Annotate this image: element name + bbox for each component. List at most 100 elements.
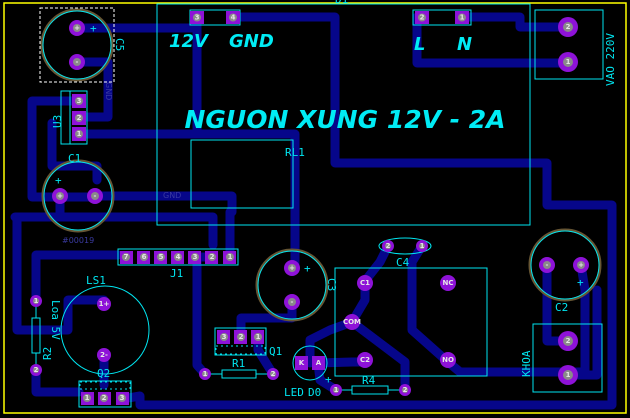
r2-label: R2 — [41, 347, 54, 360]
pad-j1-3[interactable]: 3 — [188, 251, 201, 264]
svg-text:2: 2 — [271, 370, 276, 378]
d1-label: D1 — [335, 0, 348, 6]
pad-q1-1[interactable]: 1 — [251, 330, 264, 344]
pad-12v[interactable]: 3 — [190, 11, 204, 24]
pad-led-k[interactable]: K — [295, 356, 308, 370]
net-gnd-label: GND — [163, 191, 181, 200]
pad-u3-1[interactable]: 1 — [72, 127, 86, 141]
svg-text:1: 1 — [566, 58, 571, 66]
pad-r4-2[interactable]: 2 — [399, 384, 411, 396]
pad-r2-2[interactable]: 2 — [30, 364, 42, 376]
transistor-q2: Q2 1 2 3 — [78, 367, 132, 408]
svg-text:1: 1 — [420, 242, 425, 250]
svg-text:1: 1 — [34, 297, 39, 305]
pad-vao-1[interactable]: 1 — [558, 52, 578, 72]
pad-c1-plus[interactable]: + — [52, 188, 68, 204]
svg-text:6: 6 — [142, 253, 147, 261]
vao-220v-connector: 2 1 VAO 220V — [534, 9, 617, 86]
rl1-label: RL1 — [285, 146, 305, 159]
pad-khoa-1[interactable]: 1 — [558, 365, 578, 385]
pad-j1-5[interactable]: 5 — [154, 251, 167, 264]
pad-r4-1[interactable]: 1 — [330, 384, 342, 396]
pad-c3-minus[interactable]: - — [284, 294, 300, 310]
capacitor-c1: C1 + + - — [41, 152, 115, 233]
svg-text:2: 2 — [566, 23, 571, 31]
svg-text:2: 2 — [210, 253, 215, 261]
pad-r1-1[interactable]: 1 — [199, 368, 211, 380]
pad-relay-c1[interactable]: C1 — [357, 275, 373, 291]
net-gnd2-label: GND — [104, 82, 113, 100]
label-l: L — [414, 34, 425, 55]
svg-text:3: 3 — [195, 14, 200, 22]
label-gnd: GND — [229, 31, 274, 52]
pad-q2-2[interactable]: 2 — [98, 392, 111, 405]
pad-r1-2[interactable]: 2 — [267, 368, 279, 380]
pad-q2-3[interactable]: 3 — [116, 392, 129, 405]
pad-c4-1[interactable]: 1 — [416, 240, 428, 252]
pad-u3-3[interactable]: 3 — [72, 94, 86, 108]
pad-l[interactable]: 2 — [415, 11, 429, 24]
khoa-label: KHOA — [520, 350, 533, 377]
pad-j1-6[interactable]: 6 — [137, 251, 150, 264]
pad-q1-2[interactable]: 2 — [234, 330, 247, 344]
resistor-r2: 1 2 R2 Loa 5V — [30, 295, 62, 376]
label-n: N — [457, 34, 472, 55]
pad-c2-plus[interactable]: + — [573, 257, 589, 273]
svg-text:2: 2 — [386, 242, 391, 250]
led-label: LED — [284, 386, 304, 399]
svg-text:2: 2 — [239, 333, 244, 341]
svg-text:+: + — [325, 373, 332, 386]
pad-j1-1[interactable]: 1 — [223, 251, 236, 264]
pad-ls1-2[interactable]: 2- — [97, 348, 111, 362]
svg-text:7: 7 — [124, 253, 129, 261]
pad-led-a[interactable]: A — [312, 356, 325, 370]
svg-text:4: 4 — [231, 14, 236, 22]
svg-text:1: 1 — [203, 370, 208, 378]
pad-relay-no[interactable]: NO — [440, 352, 456, 368]
pad-n[interactable]: 1 — [455, 11, 469, 24]
d1-module: D1 3 4 2 1 12V GND L N NGUON XUNG 12V - … — [104, 0, 531, 226]
board-outline — [3, 2, 627, 414]
svg-text:-: - — [291, 298, 294, 306]
pad-c3-plus[interactable]: + — [284, 260, 300, 276]
pad-c1-minus[interactable]: - — [87, 188, 103, 204]
pad-j1-7[interactable]: 7 — [120, 251, 133, 264]
pad-c4-2[interactable]: 2 — [382, 240, 394, 252]
c2-label: C2 — [555, 301, 568, 314]
c5-label: C5 — [113, 38, 126, 51]
pad-relay-c2[interactable]: C2 — [357, 352, 373, 368]
pad-relay-nc[interactable]: NC — [440, 275, 456, 291]
pad-c2-minus[interactable]: - — [539, 257, 555, 273]
regulator-u3: 3 2 1 U3 — [51, 90, 88, 145]
r2-value: Loa 5V — [49, 300, 62, 340]
svg-text:-: - — [76, 58, 79, 66]
pad-q1-3[interactable]: 3 — [217, 330, 230, 344]
capacitor-c4: 2 1 C4 — [378, 237, 432, 269]
svg-text:NC: NC — [443, 279, 454, 287]
pad-ls1-1[interactable]: 1+ — [97, 297, 111, 311]
svg-text:2: 2 — [77, 114, 82, 122]
pad-r2-1[interactable]: 1 — [30, 295, 42, 307]
pad-c5-plus[interactable]: + — [69, 20, 85, 36]
svg-text:1: 1 — [77, 130, 82, 138]
pad-vao-2[interactable]: 2 — [558, 17, 578, 37]
svg-text:1: 1 — [256, 333, 261, 341]
pad-relay-com[interactable]: COM — [343, 314, 361, 330]
pad-j1-2[interactable]: 2 — [205, 251, 218, 264]
svg-text:2: 2 — [34, 366, 39, 374]
pad-q2-1[interactable]: 1 — [81, 392, 94, 405]
svg-text:2: 2 — [102, 394, 107, 402]
pad-u3-2[interactable]: 2 — [72, 111, 86, 125]
svg-text:+: + — [90, 22, 97, 35]
capacitor-c5: + + - C5 — [39, 7, 126, 83]
svg-text:-: - — [94, 192, 97, 200]
pad-gnd[interactable]: 4 — [226, 11, 240, 24]
pad-j1-4[interactable]: 4 — [171, 251, 184, 264]
capacitor-c2: + - + C2 — [528, 228, 602, 314]
pad-c5-minus[interactable]: - — [69, 54, 85, 70]
pad-khoa-2[interactable]: 2 — [558, 331, 578, 351]
transistor-q1: 3 2 1 Q1 — [214, 327, 282, 358]
resistor-r1: R1 1 2 — [199, 357, 279, 380]
header-j1: 7 6 5 4 3 2 1 J1 — [117, 248, 239, 280]
